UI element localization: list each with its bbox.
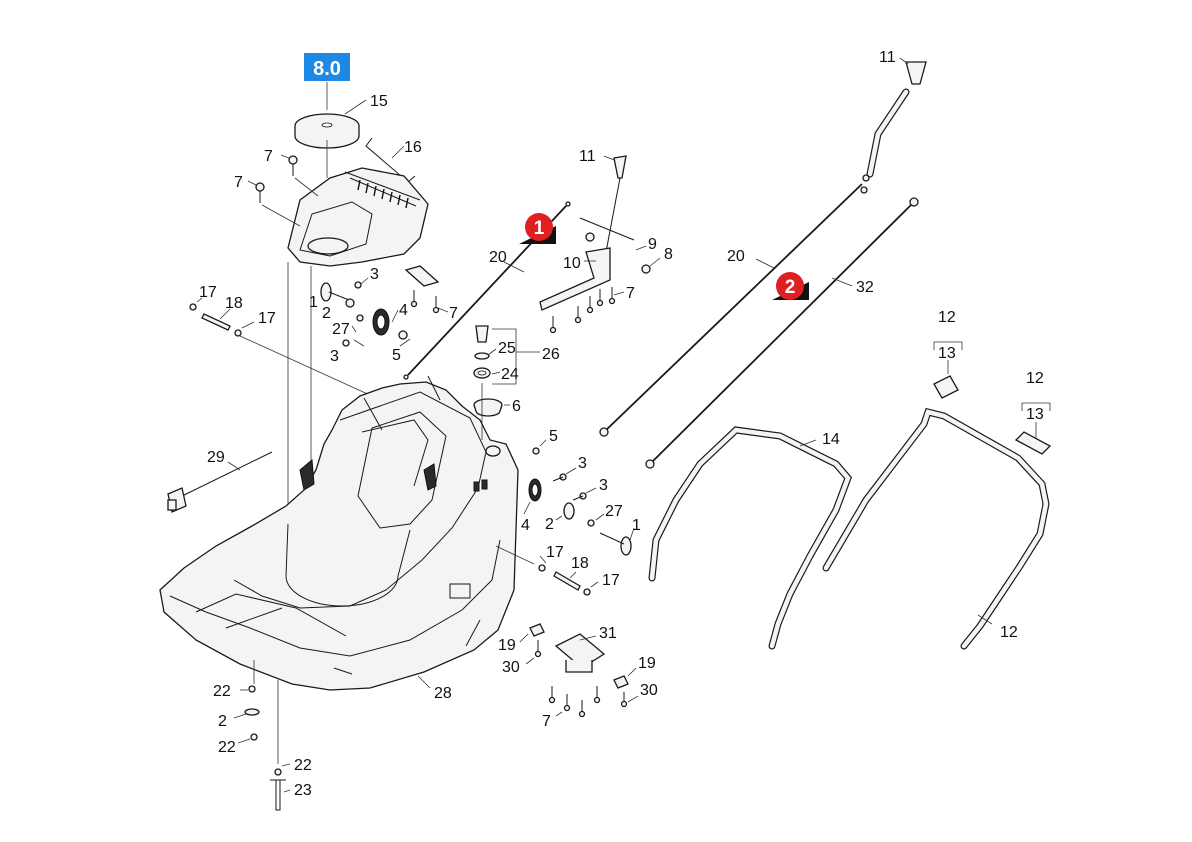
label-30-a: 30 [502,659,520,676]
part-24-25-valve [473,325,491,379]
label-7-e: 7 [542,713,551,730]
right-wheel-hub-group [528,447,632,556]
label-24: 24 [501,366,519,383]
clip-19-right [613,675,629,708]
clip-19-left [529,623,545,658]
part-6-cap [473,398,503,417]
label-23: 23 [294,782,312,799]
label-7-b: 7 [234,174,243,191]
label-22-b: 22 [218,739,236,756]
label-27-b: 27 [605,503,623,520]
label-30-b: 30 [640,682,658,699]
part-15-cap [294,113,360,149]
handle-12 [822,407,1050,650]
label-16: 16 [404,139,422,156]
label-8: 8 [664,246,673,263]
label-13-a: 13 [938,345,956,362]
label-31: 31 [599,625,617,642]
label-9: 9 [648,236,657,253]
label-11-b: 11 [879,49,896,66]
label-1-b: 1 [632,517,641,534]
label-26: 26 [542,346,560,363]
label-15: 15 [370,93,388,110]
label-20-a: 20 [489,249,507,266]
label-27-a: 27 [332,321,350,338]
bottom-fastener-stack [244,685,286,811]
plate-31 [548,633,606,718]
label-17-a: 17 [199,284,217,301]
handle-14 [648,426,853,650]
part-labels: 15 16 7 7 3 1 2 4 7 27 3 5 17 18 17 11 2… [199,49,1044,799]
label-22-a: 22 [213,683,231,700]
lever-11-middle [579,155,651,274]
label-19-a: 19 [498,637,516,654]
cable-20-right [599,183,863,437]
label-3-c: 3 [578,455,587,472]
section-badge: 8.0 [304,53,350,81]
cable-tie-29 [167,451,273,513]
label-22-c: 22 [294,757,312,774]
label-14: 14 [822,431,840,448]
label-20-b: 20 [727,248,745,265]
label-12-c: 12 [1000,624,1018,641]
label-29: 29 [207,449,225,466]
main-chassis [159,375,519,691]
lever-11-right [860,61,927,194]
label-1-a: 1 [309,294,318,311]
label-2-b: 2 [545,516,554,533]
label-12-a: 12 [938,309,956,326]
label-7-c: 7 [449,305,458,322]
label-25: 25 [498,340,516,357]
label-3-a: 3 [370,266,379,283]
label-7-d: 7 [626,285,635,302]
sleeve-13-right [1014,431,1052,455]
screw-7-top-b [255,182,265,203]
sleeve-13-left [933,375,959,399]
cable-32 [645,197,919,469]
label-6: 6 [512,398,521,415]
label-2-a: 2 [322,305,331,322]
label-2-c: 2 [218,713,227,730]
label-11-a: 11 [579,148,596,165]
callout-2-label: 2 [785,277,796,298]
label-4-b: 4 [521,517,530,534]
label-5-b: 5 [549,428,558,445]
callout-1: 1 [519,213,556,244]
small-plate-7 [404,265,440,314]
label-19-b: 19 [638,655,656,672]
label-32: 32 [856,279,874,296]
label-12-b: 12 [1026,370,1044,387]
label-17-b: 17 [258,310,276,327]
screw-7-top-a [288,155,298,176]
label-18-a: 18 [225,295,243,312]
right-axle-pin [538,564,591,596]
left-axle-pin [189,303,242,337]
label-3-d: 3 [599,477,608,494]
label-18-b: 18 [571,555,589,572]
label-7-a: 7 [264,148,273,165]
left-wheel-hub-group [320,281,408,347]
part-16-rod [365,137,416,183]
label-5-a: 5 [392,347,401,364]
label-17-c: 17 [546,544,564,561]
label-17-d: 17 [602,572,620,589]
callout-2: 2 [772,272,809,300]
label-4-a: 4 [399,302,408,319]
label-28: 28 [434,685,452,702]
callout-1-label: 1 [534,218,545,239]
bracket-10 [539,247,616,334]
section-badge-label: 8.0 [313,58,341,80]
label-10: 10 [563,255,581,272]
label-3-b: 3 [330,348,339,365]
upper-housing [287,167,429,267]
label-13-b: 13 [1026,406,1044,423]
